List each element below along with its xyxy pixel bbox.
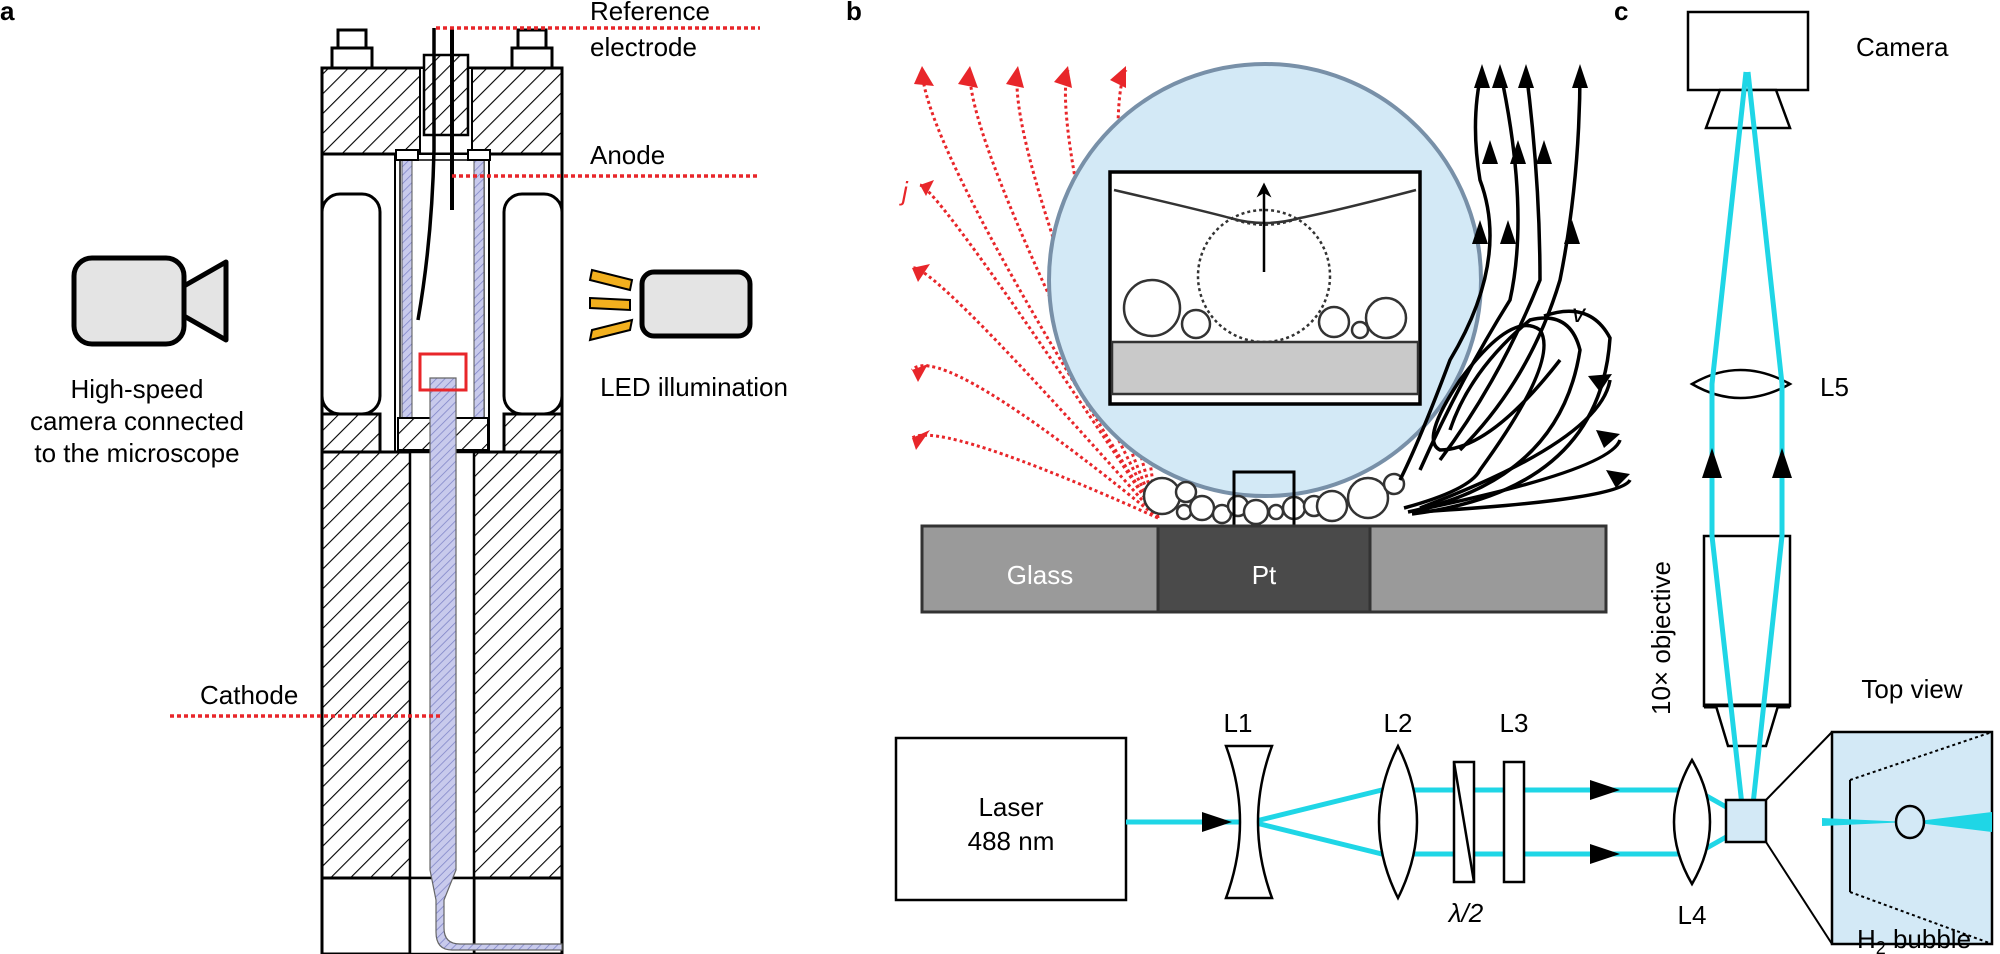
lens-l4-label: L4 [1678,900,1707,930]
lens-l5 [1689,368,1793,400]
pt-label: Pt [1252,560,1277,590]
top-view-label: Top view [1861,674,1962,704]
reference-electrode-label-1: Reference [590,0,710,26]
lens-l2-label: L2 [1384,708,1413,738]
velocity-symbol: v [1572,298,1587,328]
camera-label-3: to the microscope [34,438,239,468]
video-camera-icon [71,255,229,347]
h2-bubble-marker [1894,804,1926,840]
electrode-sleeve-right [473,151,485,463]
panel-b-letter: b [846,0,862,26]
objective-label: 10× objective [1646,561,1676,715]
anode-label: Anode [590,140,665,170]
velocity-streamlines [1398,69,1632,516]
current-arrowheads [912,66,1126,450]
half-wave-plate [1452,760,1476,884]
panel-c-letter: c [1614,0,1628,26]
camera-label: Camera [1856,32,1949,62]
reference-electrode-label-2: electrode [590,32,697,62]
threaded-fitting [422,53,470,137]
lens-l1 [1224,744,1274,900]
zoom-lines [1765,731,1833,945]
half-wave-label: λ/2 [1447,898,1484,928]
led-icon [588,268,753,342]
h2-bubble-label: H2 bubble [1857,924,1971,954]
panel-b: b j [846,0,1632,614]
led-label: LED illumination [600,372,788,402]
top-bolts [330,28,554,70]
laser-label-1: Laser [978,792,1043,822]
laser-source [894,736,1128,902]
current-density-symbol: j [899,176,909,206]
camera-label-1: High-speed [71,374,204,404]
cathode-label: Cathode [200,680,298,710]
observation-window [418,352,468,392]
beam-arrowheads [1202,780,1620,864]
camera-icon [1686,10,1810,130]
lens-l4 [1672,757,1712,887]
lens-l2 [1377,743,1419,901]
lens-l3 [1502,760,1526,884]
lens-l3-label: L3 [1500,708,1529,738]
camera-label-2: camera connected [30,406,244,436]
panel-a: a [0,0,788,954]
electrode-sleeve-left [401,151,413,463]
glass-label: Glass [1007,560,1073,590]
reference-electrode-wire [416,28,436,321]
velocity-arrowheads [1472,64,1630,488]
panel-a-letter: a [0,0,15,26]
sample-cuvette [1724,798,1768,844]
lens-l5-label: L5 [1820,372,1849,402]
bubble-detachment-inset [1108,170,1422,406]
panel-c: c Camera L5 10× objective Laser 488 n [894,0,1994,954]
pt-electrode [1156,524,1372,614]
cathode-rod [429,377,563,951]
laser-label-2: 488 nm [968,826,1055,856]
top-view-cuvette [1822,730,1994,946]
lens-l1-label: L1 [1224,708,1253,738]
